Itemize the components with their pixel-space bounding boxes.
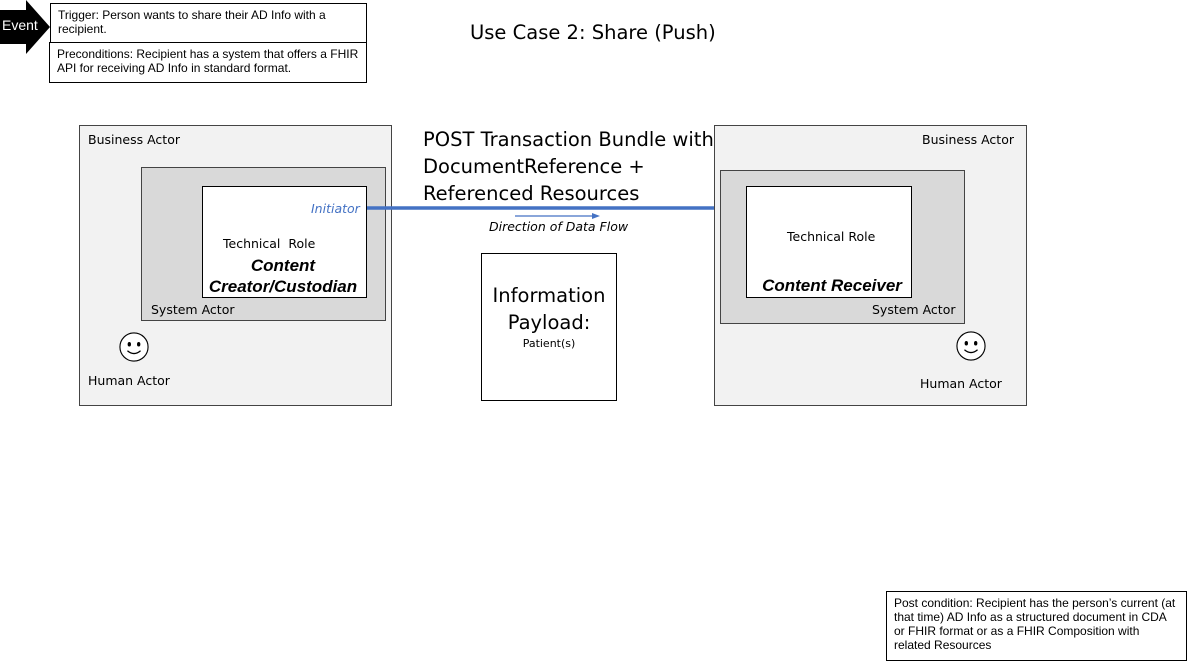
left-role-name-line2: Creator/Custodian (208, 277, 358, 296)
right-human-smiley-icon (956, 331, 986, 366)
preconditions-note: Preconditions: Recipient has a system th… (49, 42, 367, 83)
left-system-actor-label: System Actor (151, 302, 235, 317)
event-arrow: Event (0, 0, 52, 56)
right-human-actor-label: Human Actor (920, 376, 1002, 391)
event-label: Event (2, 17, 38, 33)
postcondition-text: Post condition: Recipient has the person… (894, 596, 1176, 652)
initiator-label: Initiator (311, 201, 360, 216)
payload-line2: Payload: (507, 311, 591, 334)
transaction-line3: Referenced Resources (423, 182, 640, 205)
left-technical-role-label: Technical Role (223, 236, 316, 251)
event-arrow-icon (0, 0, 50, 54)
transaction-line1: POST Transaction Bundle with (423, 128, 714, 151)
left-role-name-line1: Content (250, 256, 316, 275)
postcondition-note: Post condition: Recipient has the person… (886, 591, 1187, 661)
transaction-line2: DocumentReference + (423, 155, 645, 178)
payload-detail: Patient(s) (522, 337, 576, 350)
payload-line1: Information (492, 284, 606, 307)
left-business-actor-label: Business Actor (88, 132, 180, 147)
right-role-name: Content Receiver (762, 276, 902, 295)
left-technical-role (202, 186, 367, 298)
left-role-name: Content Creator/Custodian (202, 255, 364, 297)
trigger-text: Trigger: Person wants to share their AD … (58, 8, 326, 36)
information-payload: Information Payload: Patient(s) (481, 253, 617, 401)
transaction-text: POST Transaction Bundle with DocumentRef… (423, 126, 714, 207)
right-technical-role (746, 186, 912, 298)
right-business-actor-label: Business Actor (922, 132, 1014, 147)
page-title: Use Case 2: Share (Push) (470, 21, 716, 44)
direction-label: Direction of Data Flow (489, 219, 629, 234)
trigger-note: Trigger: Person wants to share their AD … (50, 3, 367, 43)
direction-arrow-icon (515, 213, 600, 219)
right-technical-role-label: Technical Role (787, 229, 876, 244)
left-human-smiley-icon (119, 332, 149, 367)
right-system-actor-label: System Actor (872, 302, 956, 317)
left-human-actor-label: Human Actor (88, 373, 170, 388)
preconditions-text: Preconditions: Recipient has a system th… (57, 47, 359, 75)
